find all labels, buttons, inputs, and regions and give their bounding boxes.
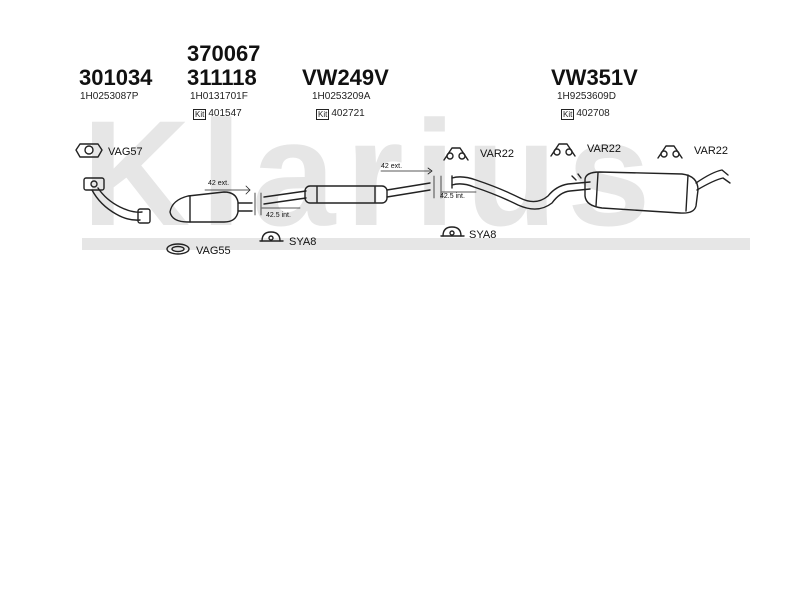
part-number-301034: 301034 xyxy=(79,65,153,90)
hanger-var22-b-icon xyxy=(550,143,576,157)
catalytic-converter-icon xyxy=(169,185,253,223)
fitting-label-var22-c: VAR22 xyxy=(694,145,729,157)
kit-number-4: Kit 402708 xyxy=(561,108,610,120)
fitting-label-vag57: VAG57 xyxy=(108,146,143,158)
dimension-marks-1 xyxy=(254,192,301,216)
kit-label: Kit xyxy=(193,108,207,120)
fitting-label-var22-a: VAR22 xyxy=(480,148,515,160)
kit-label: Kit xyxy=(316,108,330,120)
kit-number-3: Kit 402721 xyxy=(316,108,365,120)
kit-value: 402721 xyxy=(331,108,365,119)
oem-number-1: 1H0253087P xyxy=(80,91,139,102)
kit-value: 401547 xyxy=(208,108,242,119)
oem-number-2: 1H0131701F xyxy=(190,91,248,102)
dimension-ext-2: 42 ext. xyxy=(381,163,403,170)
fitting-label-vag55: VAG55 xyxy=(196,245,231,257)
hanger-var22-c-icon xyxy=(657,145,683,159)
fitting-label-var22-b: VAR22 xyxy=(587,143,622,155)
watermark-underline xyxy=(82,238,750,250)
dimension-int-1: 42.5 int. xyxy=(266,212,291,219)
ring-vag55-icon xyxy=(166,243,190,255)
kit-value: 402708 xyxy=(576,108,610,119)
gasket-vag57-icon xyxy=(75,143,103,158)
fitting-label-sya8-a: SYA8 xyxy=(289,236,317,248)
fitting-label-sya8-b: SYA8 xyxy=(469,229,497,241)
front-downpipe-icon xyxy=(83,177,151,224)
part-number-311118: 311118 xyxy=(187,65,257,90)
clamp-sya8-b-icon xyxy=(440,226,465,237)
brand-watermark: Klarius xyxy=(82,89,661,257)
part-number-vw351v: VW351V xyxy=(551,65,638,90)
hanger-var22-a-icon xyxy=(443,147,469,161)
dimension-int-2: 42.5 int. xyxy=(440,193,465,200)
oem-number-4: 1H9253609D xyxy=(557,91,616,102)
part-number-vw249v: VW249V xyxy=(302,65,389,90)
kit-label: Kit xyxy=(561,108,575,120)
clamp-sya8-a-icon xyxy=(259,231,284,242)
oem-number-3: 1H0253209A xyxy=(312,91,371,102)
middle-silencer-icon xyxy=(263,182,431,205)
dimension-ext-1: 42 ext. xyxy=(208,180,230,187)
kit-number-2: Kit 401547 xyxy=(193,108,242,120)
part-number-370067: 370067 xyxy=(187,41,261,66)
dimension-marks-2 xyxy=(380,167,477,199)
rear-silencer-icon xyxy=(451,169,731,214)
